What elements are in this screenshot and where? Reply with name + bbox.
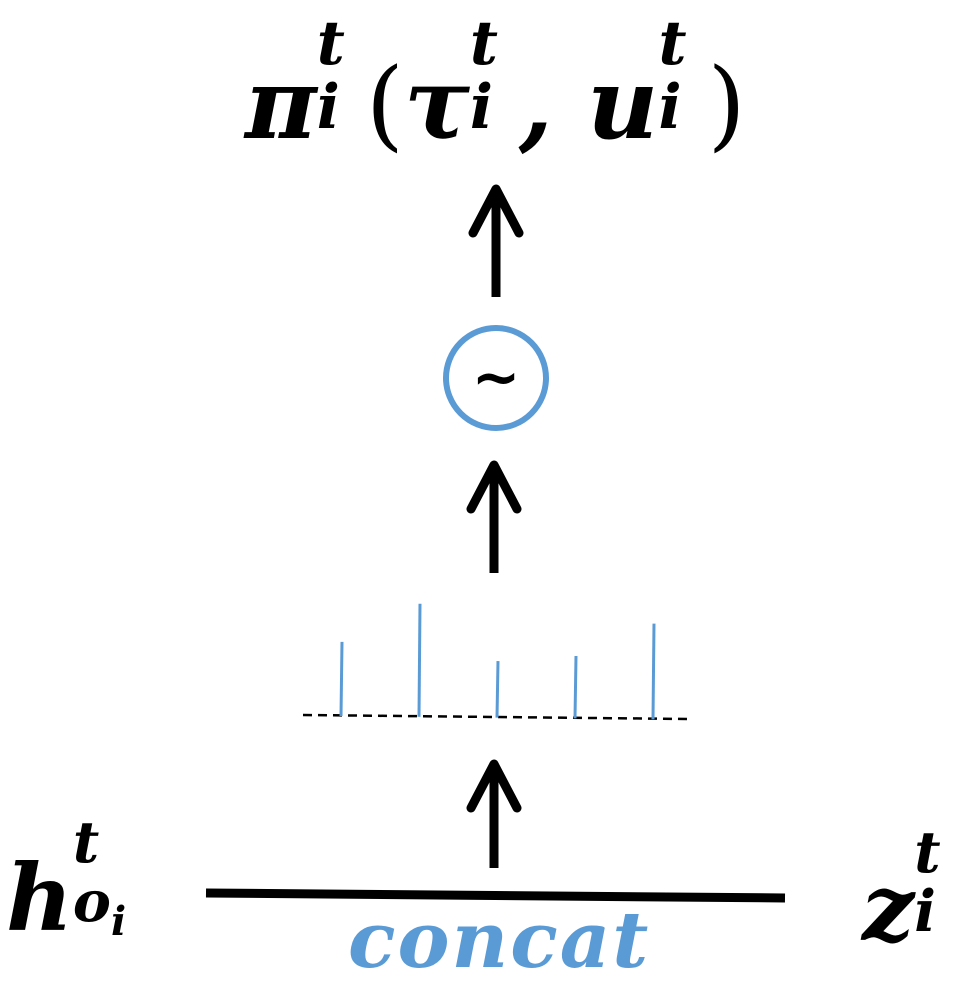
sampling-symbol: ~ xyxy=(471,343,521,411)
distribution-bar xyxy=(417,603,422,717)
concat-label: concat xyxy=(348,895,651,986)
distribution-bar xyxy=(339,641,344,717)
arrow-up-icon xyxy=(466,759,522,868)
arrow-up-icon xyxy=(466,460,522,573)
distribution-baseline xyxy=(302,713,691,721)
distribution-bar xyxy=(495,661,500,718)
comma: , xyxy=(518,47,588,162)
tau-symbol: τ xyxy=(403,47,470,162)
arrow-up-icon xyxy=(468,184,524,297)
open-paren: ( xyxy=(365,48,404,162)
close-paren: ) xyxy=(707,48,746,162)
h-symbol: h xyxy=(6,844,73,952)
z-symbol: z xyxy=(862,854,915,962)
distribution-bars xyxy=(339,603,656,720)
pi-symbol: π xyxy=(245,47,317,162)
distribution-bar xyxy=(651,623,656,720)
u-symbol: u xyxy=(587,47,659,162)
distribution-bar xyxy=(573,655,578,719)
concat-line xyxy=(205,888,786,903)
sampling-circle-icon xyxy=(443,325,549,431)
